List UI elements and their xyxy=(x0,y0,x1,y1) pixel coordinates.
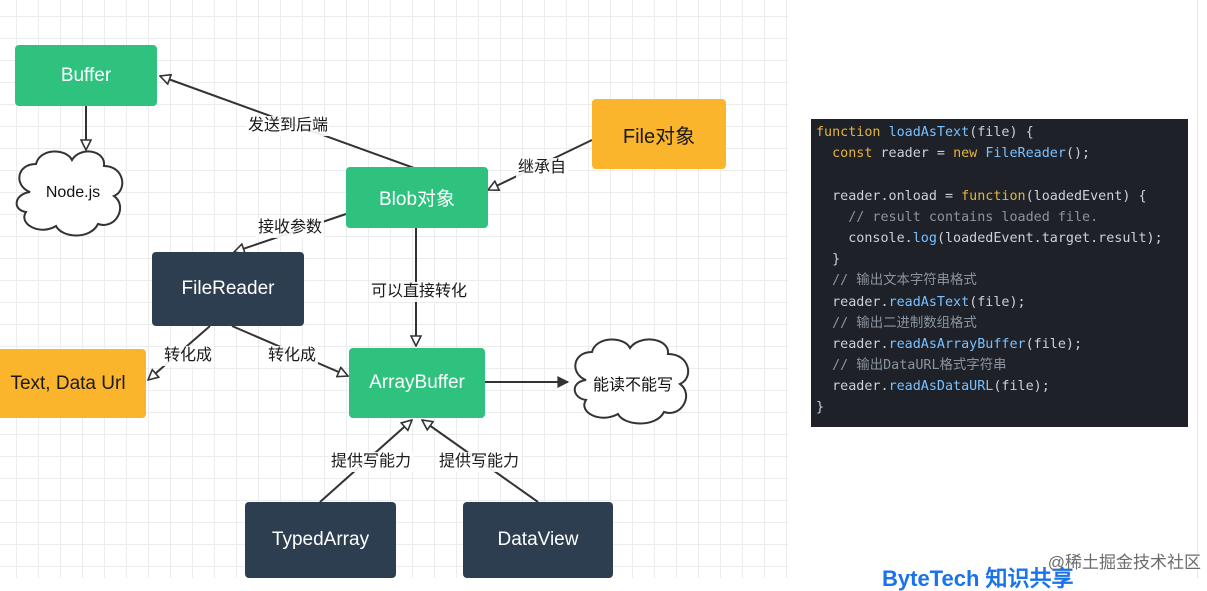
node-nodejs: Node.js xyxy=(45,184,101,201)
label-dataview-arraybuffer: 提供写能力 xyxy=(437,452,522,472)
node-arraybuffer: ArrayBuffer xyxy=(349,348,485,418)
right-divider xyxy=(1197,0,1198,578)
code-line: reader.readAsText(file); xyxy=(816,294,1026,310)
label-blob-buffer: 发送到后端 xyxy=(246,116,331,136)
code-line: } xyxy=(816,252,841,268)
node-buffer: Buffer xyxy=(15,45,157,106)
brand-watermark: ByteTech 知识共享 xyxy=(882,566,1074,591)
node-file: File对象 xyxy=(592,99,726,169)
code-line: reader.onload = function(loadedEvent) { xyxy=(816,188,1147,204)
footer-watermark: @稀土掘金技术社区 xyxy=(1047,553,1201,572)
diagram-canvas: Buffer Node.js Blob对象 File对象 FileReader … xyxy=(0,0,788,578)
code-block: function loadAsText(file) { const reader… xyxy=(811,119,1188,427)
code-line: reader.readAsDataURL(file); xyxy=(816,379,1050,395)
node-dataview: DataView xyxy=(463,502,613,578)
nodejs-cloud xyxy=(15,150,124,237)
readwrite-cloud xyxy=(573,338,690,425)
code-line: // 输出二进制数组格式 xyxy=(816,315,977,331)
label-blob-filereader: 接收参数 xyxy=(256,218,325,238)
label-filereader-text: 转化成 xyxy=(162,346,215,366)
node-text-dataurl: Text, Data Url xyxy=(0,349,146,418)
label-typedarray-arraybuffer: 提供写能力 xyxy=(329,452,414,472)
node-blob: Blob对象 xyxy=(346,167,488,228)
label-blob-arraybuffer: 可以直接转化 xyxy=(369,282,470,302)
code-line xyxy=(816,164,1188,185)
node-readwrite: 能读不能写 xyxy=(592,377,673,394)
label-filereader-arraybuffer: 转化成 xyxy=(266,346,319,366)
code-line: function loadAsText(file) { xyxy=(816,125,1034,140)
code-line: // 输出DataURL格式字符串 xyxy=(816,358,1007,374)
code-line: console.log(loadedEvent.target.result); xyxy=(816,230,1163,246)
code-line: } xyxy=(816,400,825,416)
code-line: reader.readAsArrayBuffer(file); xyxy=(816,336,1083,352)
node-typedarray: TypedArray xyxy=(245,502,396,578)
node-filereader: FileReader xyxy=(152,252,304,326)
code-line: // 输出文本字符串格式 xyxy=(816,273,977,289)
code-line: // result contains loaded file. xyxy=(816,209,1099,225)
label-file-blob: 继承自 xyxy=(516,158,569,178)
code-line: const reader = new FileReader(); xyxy=(832,146,1091,162)
